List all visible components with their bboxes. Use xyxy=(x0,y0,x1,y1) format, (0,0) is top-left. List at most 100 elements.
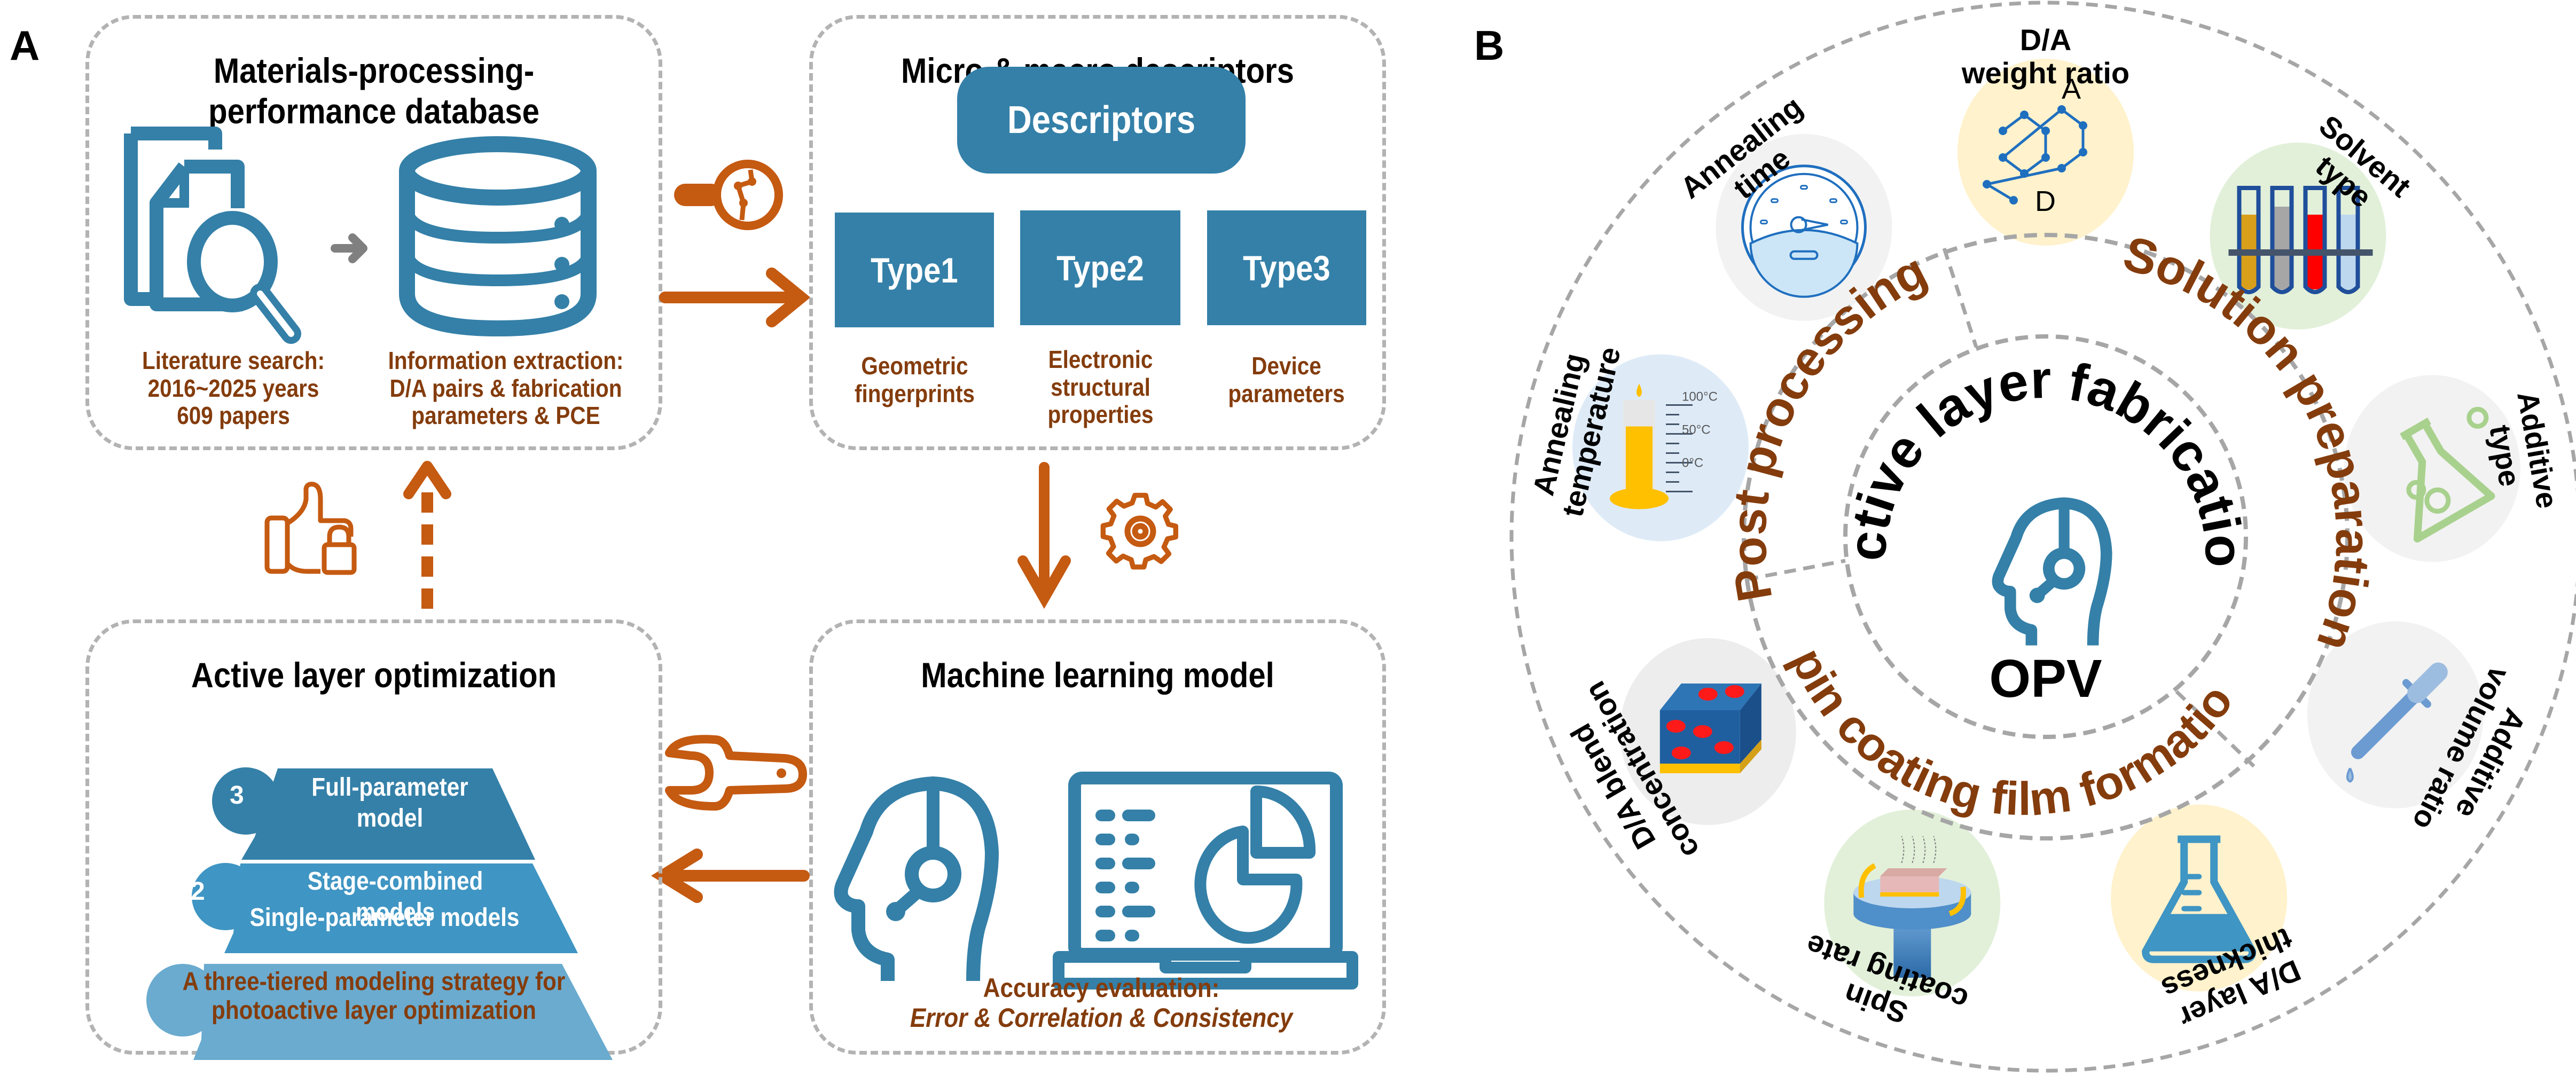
arrow-right-icon xyxy=(331,233,367,263)
arrow-up-dotted-orange xyxy=(403,461,451,609)
panel-b-letter: B xyxy=(1474,22,1505,69)
ml-model-title: Machine learning model xyxy=(921,655,1274,695)
caption-line: Electronic xyxy=(1048,345,1153,373)
tier-label-line: Stage-combined xyxy=(307,867,483,896)
caption-line: properties xyxy=(1047,400,1154,429)
tier-label-line: models xyxy=(356,898,435,926)
caption-line: Geometric xyxy=(861,352,968,380)
tier-1-number: 1 xyxy=(143,907,158,936)
database-box: Materials-processing- performance databa… xyxy=(85,15,662,450)
tier-1-shape xyxy=(146,964,613,1060)
gear-icon xyxy=(1100,492,1178,570)
optimization-caption: A three-tiered modeling strategy for pho… xyxy=(139,968,609,1025)
optimization-box: Active layer optimization xyxy=(85,619,662,1060)
ai-head-icon xyxy=(834,776,999,981)
tier-label-line: Full-parameter xyxy=(311,773,468,802)
thermometer-scale-label: 0°C xyxy=(1682,456,1703,470)
type2-caption: Electronic structural properties xyxy=(1020,345,1182,429)
parameter-bubble xyxy=(2344,375,2520,562)
parameter-bubble xyxy=(2307,621,2484,808)
parameter-bubble xyxy=(2111,804,2288,992)
thermometer-scale-label: 50°C xyxy=(1682,423,1711,437)
parameter-bubble: AD xyxy=(1958,59,2134,246)
flask-bubbles-icon xyxy=(2400,406,2495,543)
caption-line: 2016~2025 years xyxy=(147,374,319,402)
arrow-right-orange xyxy=(659,268,811,327)
document-search-icon xyxy=(124,127,301,344)
caption-line-italic: Error & Correlation & Consistency xyxy=(910,1003,1293,1033)
acceptor-label: A xyxy=(2062,73,2081,105)
inner-ring xyxy=(1843,334,2248,739)
ml-model-box: Machine learning model Accuracy evaluati… xyxy=(809,619,1386,1055)
caption-line: fingerprints xyxy=(855,379,975,407)
ai-head-center-icon xyxy=(1992,497,2112,646)
literature-caption: Literature search: 2016~2025 years 609 p… xyxy=(116,347,351,430)
type2-node: Type2 xyxy=(1020,210,1180,325)
database-title: Materials-processing- performance databa… xyxy=(123,51,624,132)
tier-3-label: Full-parameter model xyxy=(291,772,489,834)
tier-3-shape xyxy=(212,767,535,860)
parameter-label-line: D/A xyxy=(2020,23,2071,57)
type2-label: Type2 xyxy=(1056,248,1144,288)
parameter-bubble xyxy=(1716,133,1892,321)
descriptors-root-label: Descriptors xyxy=(1007,99,1196,142)
database-title-line1: Materials-processing- xyxy=(213,51,535,90)
caption-line: photoactive layer optimization xyxy=(212,996,536,1025)
caption-line: parameters xyxy=(1228,379,1345,407)
descriptors-root-node: Descriptors xyxy=(957,67,1246,174)
donor-label: D xyxy=(2035,185,2056,217)
arrow-left-orange xyxy=(651,849,810,903)
type3-node: Type3 xyxy=(1207,210,1366,325)
stage-divider xyxy=(1942,247,1978,348)
center-title: Active layer fabrication xyxy=(1837,350,2254,569)
type1-caption: Geometric fingerprints xyxy=(834,352,996,407)
test-tubes-icon xyxy=(2228,185,2373,294)
caption-line: D/A pairs & fabrication xyxy=(389,374,622,402)
laptop-chart-icon xyxy=(1053,772,1358,989)
accuracy-caption: Accuracy evaluation: Error & Correlation… xyxy=(866,973,1336,1033)
tier-label-line: Single-parameter models xyxy=(249,904,520,932)
caption-line: Device xyxy=(1251,352,1321,380)
caption-line: Information extraction: xyxy=(388,347,624,374)
middle-ring xyxy=(1742,233,2350,841)
tier-2-number: 2 xyxy=(191,877,205,906)
spin-coater-icon xyxy=(1853,836,1971,978)
erlenmeyer-flask-icon xyxy=(2142,835,2257,963)
database-title-line2: performance database xyxy=(208,91,539,131)
parameter-bubble xyxy=(2210,142,2386,329)
thumbs-up-lock-icon xyxy=(264,482,357,575)
arrow-down-orange xyxy=(1017,462,1071,609)
parameter-label-line: weight ratio xyxy=(1961,56,2129,90)
caption-line: parameters & PCE xyxy=(411,402,600,430)
wrench-icon xyxy=(665,735,807,811)
tier-2-shape xyxy=(192,863,578,953)
outer-ring xyxy=(1509,1,2576,1073)
tier-2-label: Stage-combined models xyxy=(287,866,504,928)
caption-line: 609 papers xyxy=(177,402,290,430)
molecule-structure-icon: AD xyxy=(1983,73,2087,217)
gauge-timer-icon xyxy=(1741,164,1867,298)
molecule-search-icon xyxy=(674,160,783,230)
center-label-opv: OPV xyxy=(1989,649,2102,709)
type1-label: Type1 xyxy=(871,250,958,290)
caption-line: A three-tiered modeling strategy for xyxy=(182,968,566,996)
blend-film-icon xyxy=(1659,684,1761,773)
thermometer-icon: 100°C 50°C 0°C xyxy=(1609,383,1718,509)
tier-3-number: 3 xyxy=(230,781,244,810)
stage-divider xyxy=(1746,559,1846,582)
extraction-caption: Information extraction: D/A pairs & fabr… xyxy=(374,347,638,430)
thermometer-scale-label: 100°C xyxy=(1682,390,1718,404)
caption-line: structural xyxy=(1051,373,1150,401)
bubble-bg xyxy=(2344,375,2520,562)
dropper-icon xyxy=(2346,662,2448,783)
type1-node: Type1 xyxy=(835,213,994,327)
parameter-bubble xyxy=(1619,638,1796,825)
tier-1-label: Single-parameter models xyxy=(244,902,526,933)
caption-line: Literature search: xyxy=(142,347,325,374)
parameter-bubble xyxy=(1824,809,2001,996)
caption-line: Accuracy evaluation: xyxy=(983,973,1220,1003)
tier-label-line: model xyxy=(356,804,424,832)
panel-a-letter: A xyxy=(10,22,40,69)
